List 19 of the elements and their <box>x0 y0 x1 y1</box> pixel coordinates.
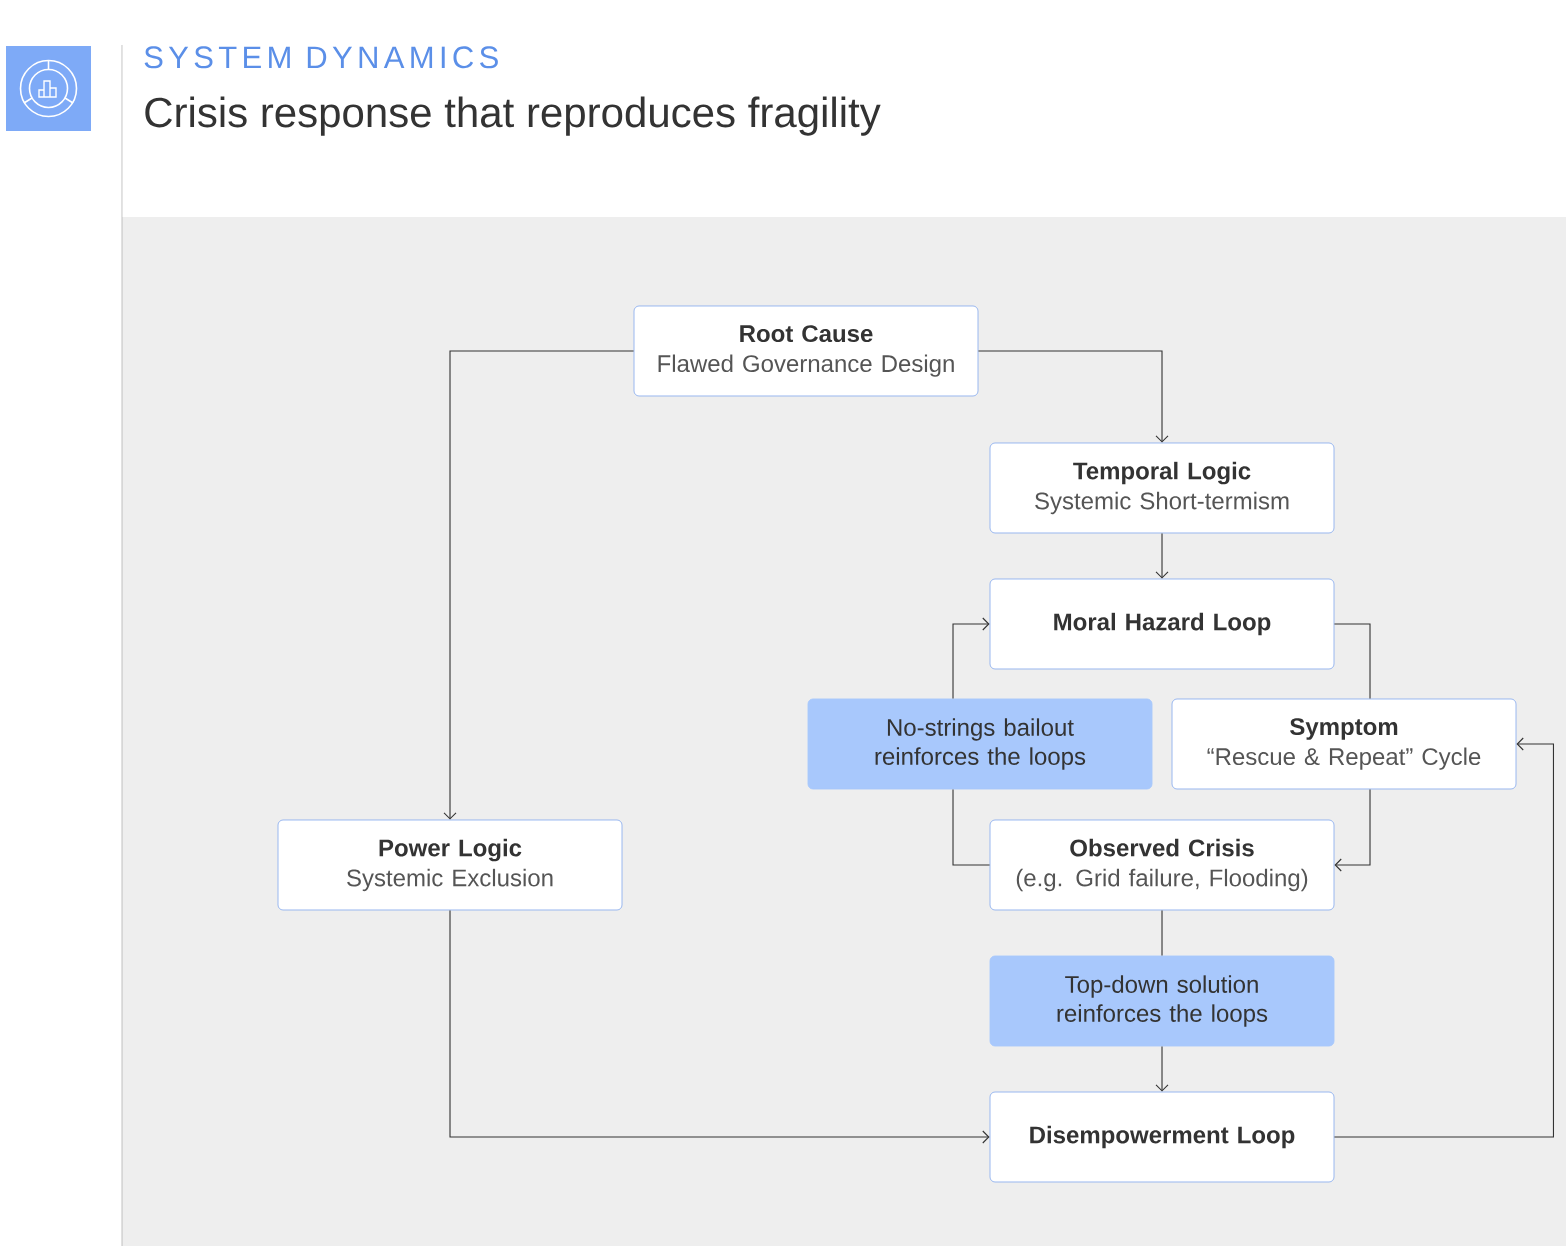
process-box: Disempowerment Loop <box>989 1091 1335 1183</box>
arrow <box>952 617 990 700</box>
arrow <box>1333 737 1554 1138</box>
arrow <box>1155 532 1169 579</box>
process-box: Temporal Logic Systemic Short-termism <box>989 442 1335 534</box>
process-box: Moral Hazard Loop <box>989 578 1335 670</box>
process-box: Symptom “Rescue & Repeat” Cycle <box>1171 698 1517 790</box>
arrow <box>449 909 990 1144</box>
title: Crisis response that reproduces fragility <box>145 96 881 136</box>
arrow <box>1155 1045 1169 1092</box>
callout-box: No-strings bailout reinforces the loops <box>807 698 1153 790</box>
process-box: Root Cause Flawed Governance Design <box>633 305 979 397</box>
arrow <box>443 350 635 820</box>
arrow <box>1334 788 1371 872</box>
process-box: Power Logic Systemic Exclusion <box>277 819 623 911</box>
kicker: SYSTEM DYNAMICS <box>144 46 498 69</box>
callout-box: Top-down solution reinforces the loops <box>989 955 1335 1047</box>
arrow <box>977 350 1169 443</box>
process-box: Observed Crisis (e.g. Grid failure, Flooding) <box>989 819 1335 911</box>
